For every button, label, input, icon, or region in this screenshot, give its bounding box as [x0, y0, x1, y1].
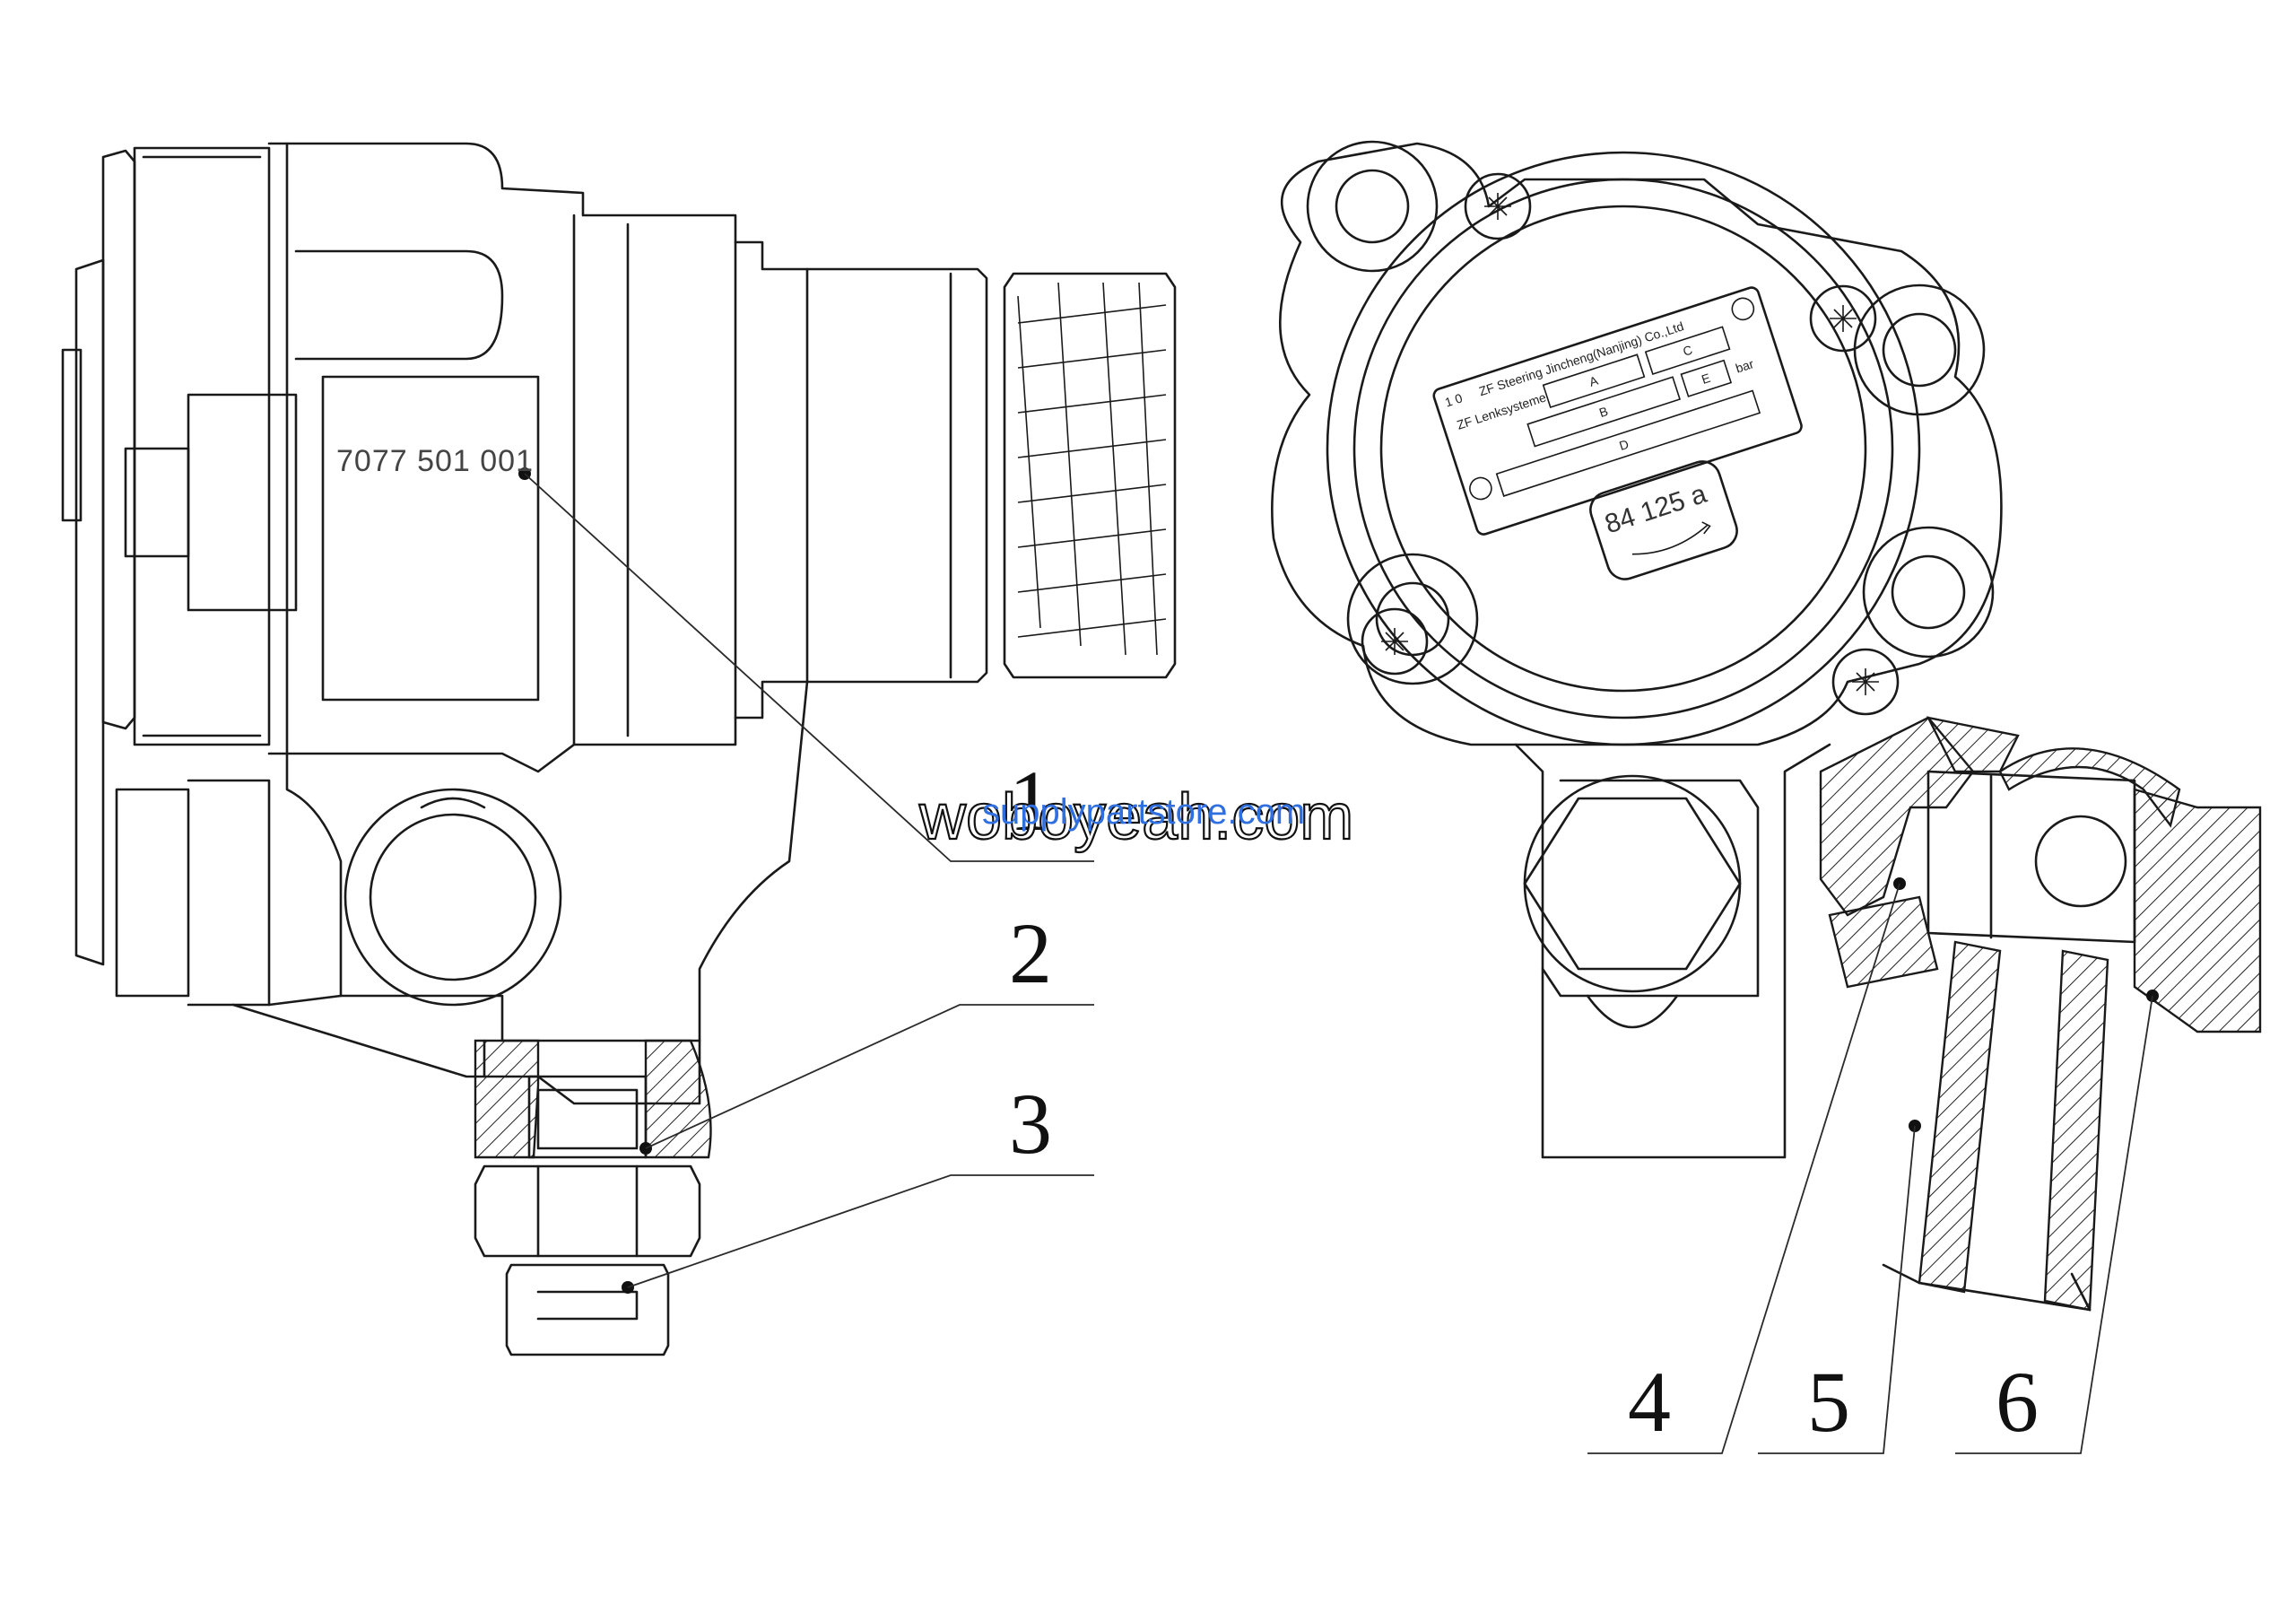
nameplate: ZF Steering Jincheng(Nanjing) Co.,Ltd ZF…	[1432, 286, 1803, 536]
callout-leaders	[524, 473, 2153, 1454]
nameplate-field-b: B	[1597, 404, 1610, 420]
nameplate-company: ZF Steering Jincheng(Nanjing) Co.,Ltd	[1477, 318, 1685, 398]
pump-side-view: 7077 501 001	[61, 142, 1177, 1356]
callout-3: 3	[1009, 1076, 1052, 1172]
nameplate-field-a: A	[1587, 373, 1600, 389]
watermark-secondary: supplypartstore.com	[982, 792, 1305, 832]
nameplate-field-c: C	[1681, 342, 1694, 358]
banjo-fitting	[1882, 747, 2262, 1312]
callout-5: 5	[1807, 1354, 1850, 1450]
torx-screw	[1361, 172, 1900, 716]
callout-1: 1	[1009, 753, 1052, 849]
part-number-label: 7077 501 001	[336, 444, 534, 478]
nameplate-code: 1 0	[1443, 390, 1465, 409]
nameplate-unit: bar	[1734, 356, 1756, 376]
nameplate-brand: ZF Lenksysteme	[1455, 389, 1548, 432]
callout-2: 2	[1009, 905, 1052, 1001]
watermark-primary: woboyeah.com	[918, 781, 1353, 853]
nameplate-field-e: E	[1700, 371, 1712, 387]
callout-4: 4	[1628, 1354, 1671, 1450]
callout-labels: 1 2 3 4 5 6	[1009, 753, 2039, 1450]
callout-6: 6	[1996, 1354, 2039, 1450]
pump-front-view: ZF Steering Jincheng(Nanjing) Co.,Ltd ZF…	[1271, 140, 2262, 1312]
nameplate-field-d: D	[1617, 437, 1631, 453]
